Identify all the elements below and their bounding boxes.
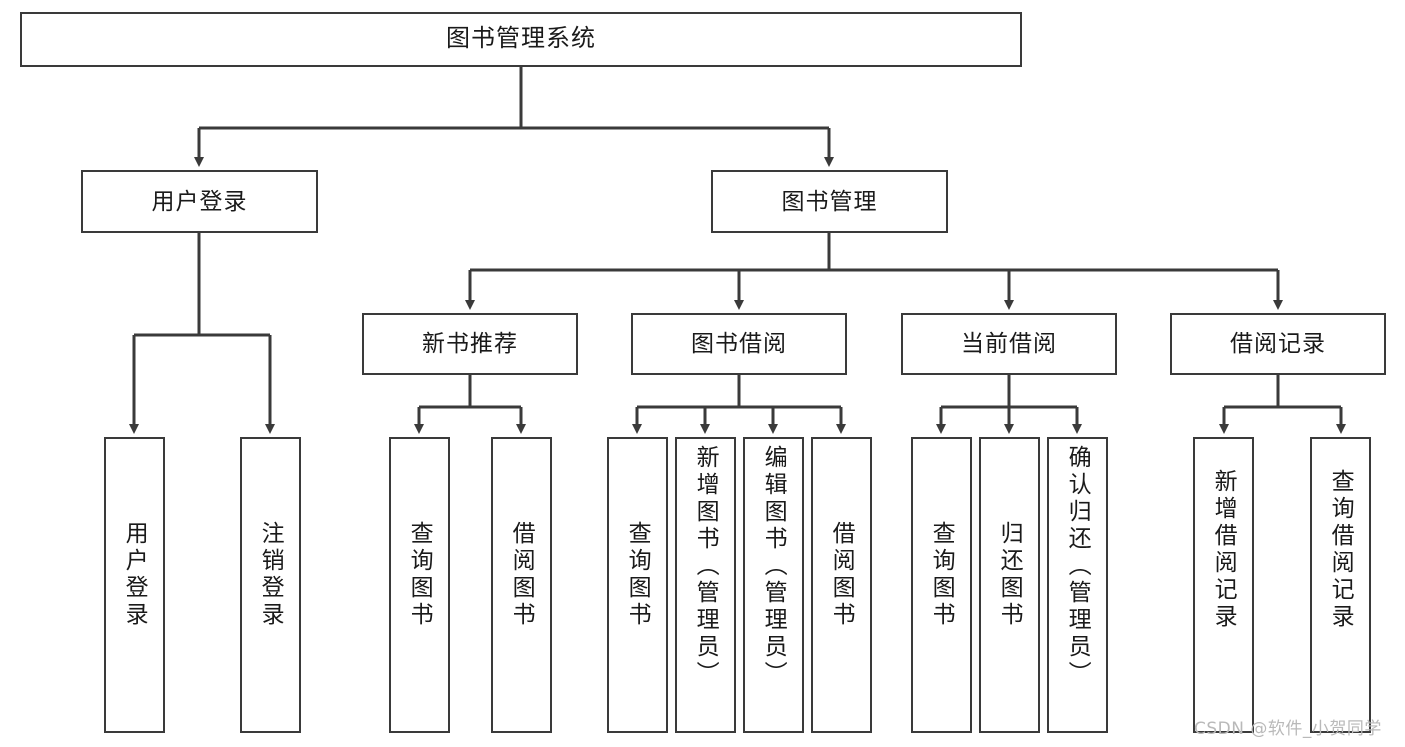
book-borrow-to-leaves-connectors: [632, 375, 846, 434]
node-leaf-query-book-3-label: 查询图书: [929, 521, 956, 629]
node-user-login[interactable]: 用户登录: [81, 170, 318, 233]
node-borrow-record-label: 借阅记录: [1230, 330, 1326, 357]
node-leaf-return-book-label: 归还图书: [997, 521, 1024, 629]
user-login-to-leaves-connectors: [129, 233, 275, 434]
node-leaf-query-book-1-label: 查询图书: [407, 521, 434, 629]
node-leaf-return-book[interactable]: 归还图书: [979, 437, 1040, 733]
node-leaf-borrow-book-2-label: 借阅图书: [829, 521, 856, 629]
node-borrow-record[interactable]: 借阅记录: [1170, 313, 1386, 375]
node-leaf-add-record-label: 新增借阅记录: [1211, 469, 1238, 631]
node-leaf-confirm-return[interactable]: 确认归还（管理员）: [1047, 437, 1108, 733]
node-leaf-query-book-1[interactable]: 查询图书: [389, 437, 450, 733]
book-management-to-level3-connectors: [465, 233, 1283, 310]
root-to-level2-connectors: [194, 67, 834, 167]
node-leaf-query-book-2-label: 查询图书: [625, 521, 652, 629]
node-current-borrow[interactable]: 当前借阅: [901, 313, 1117, 375]
node-leaf-borrow-book-1-label: 借阅图书: [509, 521, 536, 629]
node-leaf-query-record[interactable]: 查询借阅记录: [1310, 437, 1371, 733]
node-leaf-edit-book-label: 编辑图书（管理员）: [761, 445, 788, 688]
node-leaf-add-book-label: 新增图书（管理员）: [693, 445, 720, 688]
node-leaf-user-login-label: 用户登录: [122, 521, 149, 629]
new-book-recommend-to-leaves-connectors: [414, 375, 526, 434]
node-leaf-query-record-label: 查询借阅记录: [1328, 469, 1355, 631]
csdn-watermark: CSDN @软件_小贺同学: [1194, 719, 1382, 739]
node-leaf-query-book-3[interactable]: 查询图书: [911, 437, 972, 733]
node-new-book-recommend[interactable]: 新书推荐: [362, 313, 578, 375]
node-current-borrow-label: 当前借阅: [961, 330, 1057, 357]
current-borrow-to-leaves-connectors: [936, 375, 1082, 434]
node-leaf-user-login[interactable]: 用户登录: [104, 437, 165, 733]
node-leaf-confirm-return-label: 确认归还（管理员）: [1065, 445, 1092, 688]
node-leaf-add-record[interactable]: 新增借阅记录: [1193, 437, 1254, 733]
borrow-record-to-leaves-connectors: [1219, 375, 1346, 434]
node-root-system[interactable]: 图书管理系统: [20, 12, 1022, 67]
node-book-management[interactable]: 图书管理: [711, 170, 948, 233]
node-book-borrow[interactable]: 图书借阅: [631, 313, 847, 375]
node-leaf-add-book[interactable]: 新增图书（管理员）: [675, 437, 736, 733]
node-book-management-label: 图书管理: [781, 187, 878, 214]
node-leaf-borrow-book-1[interactable]: 借阅图书: [491, 437, 552, 733]
node-leaf-borrow-book-2[interactable]: 借阅图书: [811, 437, 872, 733]
node-leaf-logout[interactable]: 注销登录: [240, 437, 301, 733]
node-book-borrow-label: 图书借阅: [691, 330, 787, 357]
node-root-system-label: 图书管理系统: [446, 25, 596, 53]
node-leaf-query-book-2[interactable]: 查询图书: [607, 437, 668, 733]
node-user-login-label: 用户登录: [151, 187, 248, 214]
node-leaf-edit-book[interactable]: 编辑图书（管理员）: [743, 437, 804, 733]
node-new-book-recommend-label: 新书推荐: [422, 330, 518, 357]
node-leaf-logout-label: 注销登录: [258, 521, 285, 629]
